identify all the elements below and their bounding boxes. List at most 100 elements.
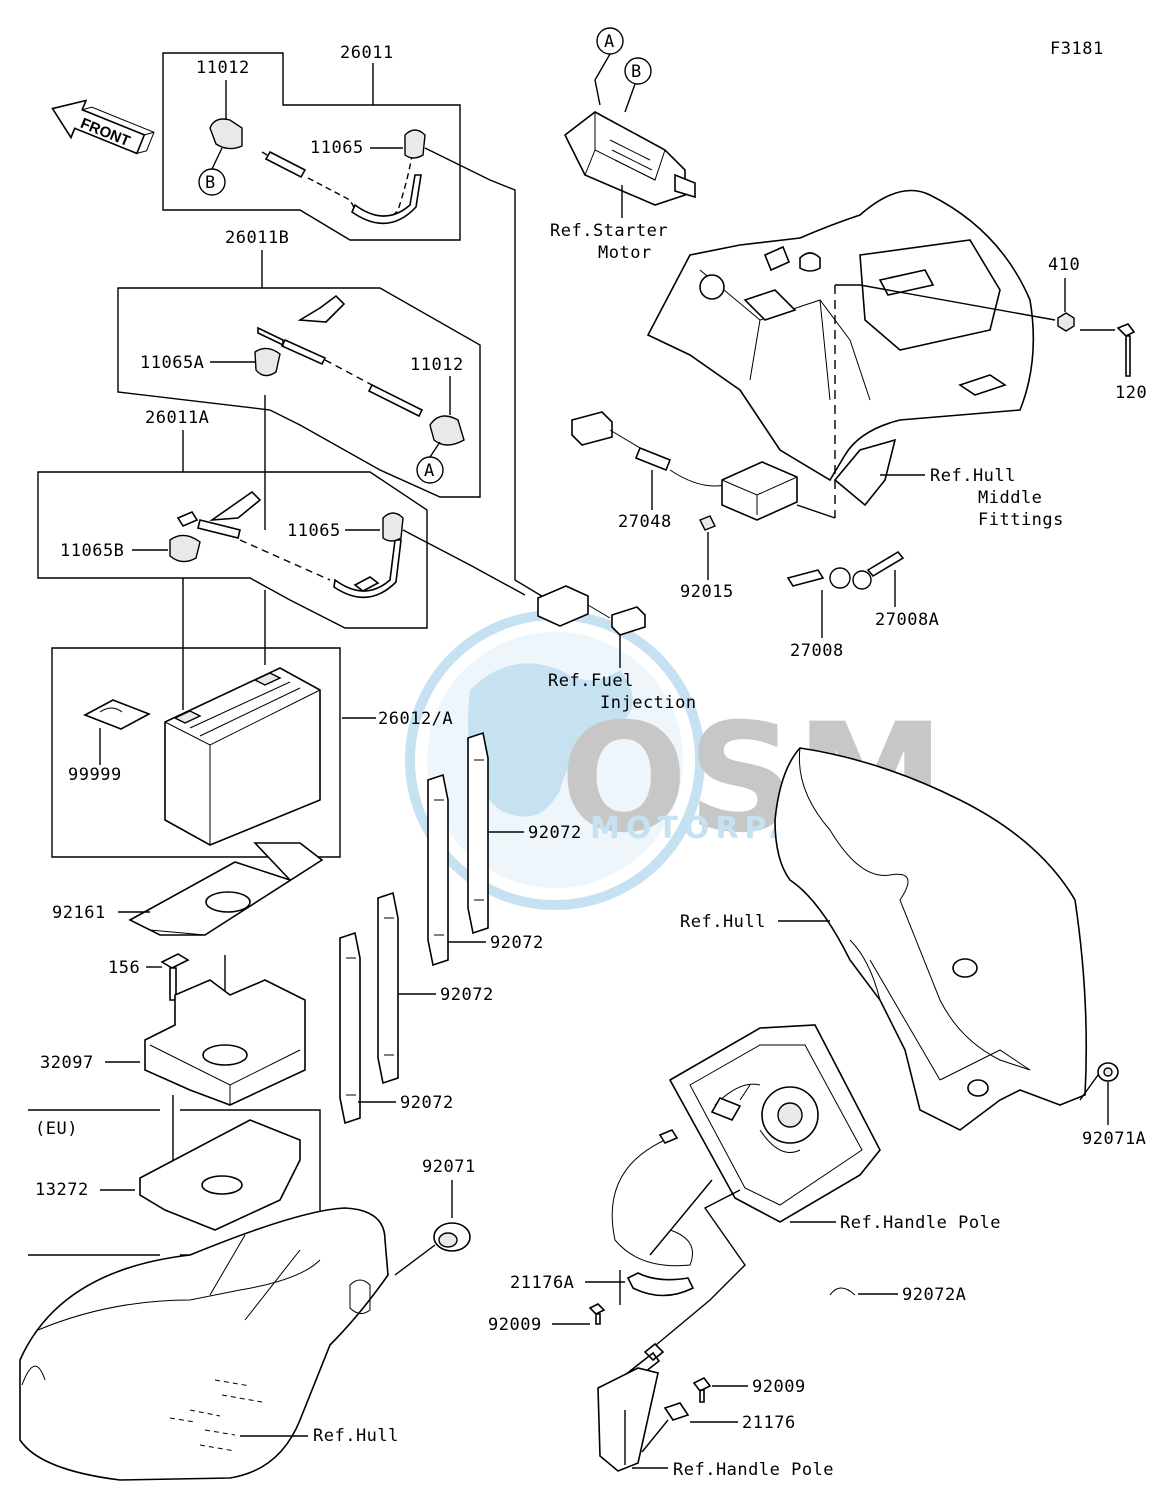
ref-hull-bottom: Ref.Hull: [313, 1426, 399, 1446]
ref-hull-mid-3: Fittings: [978, 510, 1064, 530]
battery-26012A: [164, 667, 321, 846]
fuel-injection-group: Ref.Fuel Injection: [537, 585, 697, 713]
group-26011: 26011 11012 B 11065: [162, 43, 546, 599]
label-92071A: 92071A: [1082, 1129, 1146, 1149]
figure-code: F3181: [1050, 39, 1104, 59]
callout-a-mid-text: A: [424, 461, 435, 481]
fuel-relay: [537, 585, 589, 627]
label-120: 120: [1115, 383, 1147, 403]
cable-26011A: [176, 510, 241, 539]
label-99999: 99999: [68, 765, 122, 785]
fuel-connector: [611, 606, 646, 636]
starter-motor: [563, 111, 686, 206]
terminal-cover-11012-mid: [429, 415, 465, 446]
callout-b-starter: [624, 57, 652, 85]
group-26011B: 26011B 11065A 11012 A: [117, 228, 481, 530]
label-156: 156: [108, 958, 140, 978]
relay-box: [721, 461, 798, 521]
label-26011B: 26011B: [225, 228, 289, 248]
handle-pole-arm: [597, 1367, 659, 1472]
ref-hull-right: Ref.Hull: [680, 912, 766, 932]
label-92072-b: 92072: [490, 933, 544, 953]
ref-handle-pole-2: Ref.Handle Pole: [673, 1460, 834, 1480]
ref-fuel-1: Ref.Fuel: [548, 671, 634, 691]
label-26011A: 26011A: [145, 408, 209, 428]
label-11065-mid: 11065: [287, 521, 341, 541]
hull-bottom: Ref.Hull: [19, 1207, 399, 1481]
hull-middle-fittings: Ref.Hull Middle Fittings 410 120: [646, 189, 1147, 530]
label-92009-b: 92009: [752, 1377, 806, 1397]
label-92015: 92015: [680, 582, 734, 602]
screw-92009-a: [588, 1303, 606, 1325]
sensor-wire: [611, 1139, 693, 1267]
ref-hull-mid-1: Ref.Hull: [930, 466, 1016, 486]
battery-mount: 92161 156 32097: [40, 842, 324, 1190]
clip-92072A: [829, 1287, 856, 1296]
label-13272: 13272: [35, 1180, 89, 1200]
strap-92072-1: [467, 731, 489, 935]
screw-92009-b: [692, 1376, 712, 1403]
grommet-92071-group: 92071: [394, 1157, 475, 1276]
strap-92072-2: [427, 773, 449, 967]
label-92161: 92161: [52, 903, 106, 923]
ref-starter-2: Motor: [598, 243, 652, 263]
callout-b-starter-text: B: [631, 62, 642, 82]
connector-27048: [571, 411, 613, 446]
terminal-cover-11012-top: [209, 118, 243, 150]
label-26011: 26011: [340, 43, 394, 63]
sensor-21176: [663, 1402, 690, 1421]
relay-harness-group: 27048 92015 27008 27008A: [571, 411, 939, 661]
front-arrow-icon: FRONT: [51, 99, 155, 155]
label-21176A: 21176A: [510, 1273, 574, 1293]
strap-92072-4: [339, 931, 361, 1125]
label-11012-top: 11012: [196, 58, 250, 78]
label-92072A: 92072A: [902, 1285, 966, 1305]
label-92072-c: 92072: [440, 985, 494, 1005]
sensor-21176A: [626, 1272, 695, 1297]
label-11012-mid: 11012: [410, 355, 464, 375]
terminal-cover-11065B: [169, 534, 201, 563]
hull-right-shape: [774, 747, 1088, 1131]
callout-b-top-text: B: [205, 173, 216, 193]
terminal-cover-11065A: [254, 347, 281, 377]
ref-starter-1: Ref.Starter: [550, 221, 668, 241]
bracket-13272: [139, 1119, 301, 1231]
straps: 92072 92072 92072 92072: [339, 731, 582, 1125]
hull-right: Ref.Hull 92071A: [680, 747, 1146, 1149]
ref-fuel-2: Injection: [600, 693, 697, 713]
group-26011A: 26011A 11065 11065B: [37, 408, 526, 710]
label-26012A: 26012/A: [378, 709, 453, 729]
label-27048: 27048: [618, 512, 672, 532]
screw-120: [1116, 323, 1136, 377]
watermark-globe-fill: [427, 632, 683, 888]
label-eu: (EU): [35, 1119, 78, 1139]
starter-motor-group: A B Ref.Starter Motor: [550, 27, 696, 263]
label-92072-d: 92072: [400, 1093, 454, 1113]
clip-92015: [699, 515, 716, 531]
label-11065-top: 11065: [310, 138, 364, 158]
label-11065B: 11065B: [60, 541, 124, 561]
key-27008A: [866, 550, 905, 578]
label-27008: 27008: [790, 641, 844, 661]
case-32097: [144, 979, 306, 1106]
strap-92072-3: [377, 891, 399, 1085]
handle-pole-group: Ref.Handle Pole 21176A 92009 Ref.Handle …: [488, 1024, 1001, 1480]
cable-26011B: [257, 326, 327, 366]
tray-92161: [128, 842, 324, 936]
terminal-cover-11065-mid: [382, 512, 404, 542]
watermark-land-shape: [468, 663, 633, 817]
label-410: 410: [1048, 255, 1080, 275]
callout-a-top-text: A: [604, 32, 615, 52]
label-92072-a: 92072: [528, 823, 582, 843]
ref-hull-mid-2: Middle: [978, 488, 1042, 508]
hull-bottom-shape: [19, 1207, 389, 1481]
terminal-cover-11065-top: [404, 129, 426, 159]
sticker-99999: [83, 699, 151, 730]
nut-410: [1057, 312, 1075, 332]
label-92009-a: 92009: [488, 1315, 542, 1335]
key-27008: [786, 569, 825, 587]
label-11065A: 11065A: [140, 353, 204, 373]
battery-group: 26012/A 99999: [51, 647, 453, 858]
label-27008A: 27008A: [875, 610, 939, 630]
